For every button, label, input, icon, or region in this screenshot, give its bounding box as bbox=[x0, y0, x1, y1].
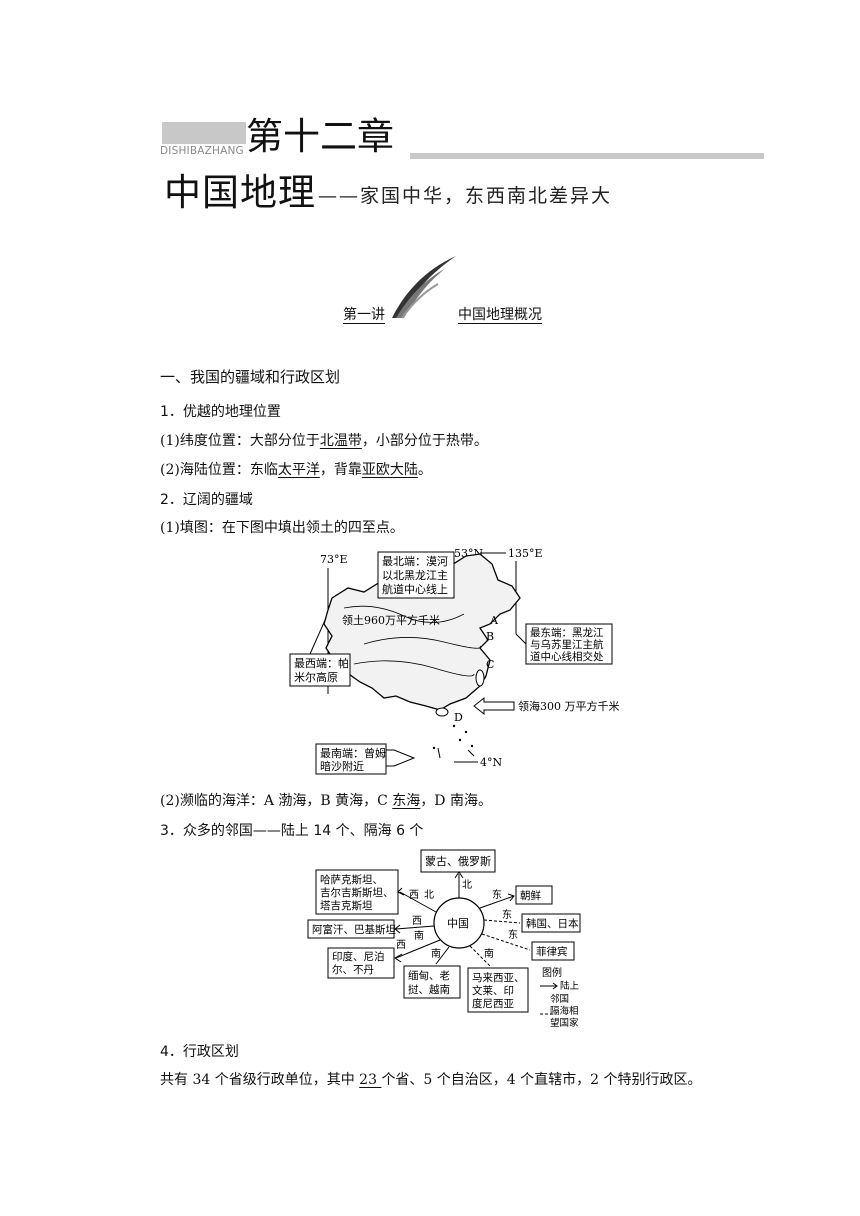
answer-eurasia: 亚欧大陆 bbox=[361, 462, 418, 478]
seas-line: (2)濒临的海洋：A 渤海，B 黄海，C 东海，D 南海。 bbox=[160, 793, 492, 809]
subsection-heading-3: 3．众多的邻国——陆上 14 个、隔海 6 个 bbox=[160, 823, 424, 839]
svg-text:度尼西亚: 度尼西亚 bbox=[472, 997, 514, 1010]
sea-land-line: (2)海陆位置：东临太平洋，背靠亚欧大陆。 bbox=[160, 462, 432, 478]
legend-title: 图例 bbox=[542, 966, 562, 979]
svg-text:西: 西 bbox=[409, 890, 419, 901]
svg-text:挝、越南: 挝、越南 bbox=[408, 983, 450, 996]
svg-text:邻国: 邻国 bbox=[550, 993, 569, 1005]
header-rule bbox=[410, 153, 764, 159]
svg-text:北: 北 bbox=[462, 879, 472, 891]
svg-text:东: 东 bbox=[502, 908, 512, 921]
lat-south-label: 4°N bbox=[480, 756, 502, 769]
svg-text:塔吉克斯坦: 塔吉克斯坦 bbox=[320, 899, 373, 912]
chapter-number: 第十二章 bbox=[246, 115, 394, 158]
svg-text:以北黑龙江主: 以北黑龙江主 bbox=[382, 569, 448, 582]
svg-text:西: 西 bbox=[412, 916, 422, 927]
svg-text:西: 西 bbox=[396, 940, 406, 951]
svg-text:南: 南 bbox=[484, 947, 494, 960]
subsection-heading-2: 2．辽阔的疆域 bbox=[160, 492, 253, 508]
swoosh-decoration bbox=[392, 256, 456, 319]
neighbors-diagram: 中国 蒙古、俄罗斯 北 哈萨克斯坦、 吉尔吉斯斯坦、 塔吉克斯坦 西 北 阿富汗… bbox=[307, 849, 581, 1029]
chapter-title: 中国地理 bbox=[164, 171, 316, 214]
neighbor-philippines: 菲律宾 bbox=[536, 945, 568, 958]
section-heading: 一、我国的疆域和行政区划 bbox=[160, 368, 341, 386]
lecture-number: 第一讲 bbox=[343, 307, 385, 323]
answer-pacific: 太平洋 bbox=[277, 462, 320, 478]
sea-letter-A: A bbox=[489, 614, 499, 627]
sea-letter-C: C bbox=[486, 658, 494, 671]
svg-text:文莱、印: 文莱、印 bbox=[472, 984, 514, 997]
neighbor-southwest: 印度、尼泊 bbox=[332, 950, 385, 963]
svg-text:尔、不丹: 尔、不丹 bbox=[332, 963, 374, 976]
chapter-pinyin: DISHIBAZHANG bbox=[160, 145, 244, 157]
svg-text:南: 南 bbox=[414, 929, 424, 942]
answer-east-sea: 东海 bbox=[392, 793, 421, 809]
east-point-label: 最东端：黑龙江 bbox=[530, 626, 604, 639]
lon-west-label: 73°E bbox=[320, 553, 348, 566]
sea-area-label: 领海300 万平方千米 bbox=[518, 699, 620, 713]
lecture-title: 中国地理概况 bbox=[458, 307, 542, 323]
svg-text:吉尔吉斯斯坦、: 吉尔吉斯斯坦、 bbox=[320, 886, 394, 899]
neighbor-north-korea: 朝鲜 bbox=[520, 889, 541, 902]
south-point-label: 最南端：曾姆 bbox=[320, 746, 386, 760]
china-territory-map: 73°E 53°N 135°E A B C D 领土960万平方千米 最北端：漠… bbox=[289, 547, 620, 775]
svg-text:米尔高原: 米尔高原 bbox=[294, 670, 338, 684]
svg-text:北: 北 bbox=[424, 889, 434, 901]
svg-text:暗沙附近: 暗沙附近 bbox=[320, 759, 364, 773]
center-china: 中国 bbox=[447, 917, 469, 930]
sea-letter-B: B bbox=[486, 630, 494, 643]
north-point-label: 最北端：漠河 bbox=[382, 555, 448, 568]
svg-text:望国家: 望国家 bbox=[550, 1017, 579, 1029]
svg-text:航道中心线上: 航道中心线上 bbox=[382, 582, 448, 596]
chapter-subtitle: ——家国中华，东西南北差异大 bbox=[318, 185, 613, 207]
latitude-line: (1)纬度位置：大部分位于北温带，小部分位于热带。 bbox=[160, 433, 488, 449]
header-gray-block bbox=[162, 122, 246, 144]
neighbor-korea-japan: 韩国、日本 bbox=[526, 917, 579, 930]
svg-text:与乌苏里江主航: 与乌苏里江主航 bbox=[530, 638, 604, 651]
subsection-heading-4: 4．行政区划 bbox=[160, 1044, 239, 1060]
west-point-label: 最西端：帕 bbox=[294, 656, 349, 670]
neighbor-west: 阿富汗、巴基斯坦 bbox=[312, 923, 396, 936]
sea-letter-D: D bbox=[454, 711, 463, 724]
neighbor-south: 缅甸、老 bbox=[408, 969, 450, 982]
legend-sea: 隔海相 bbox=[550, 1005, 579, 1017]
neighbor-north: 蒙古、俄罗斯 bbox=[425, 855, 491, 868]
answer-north-temperate: 北温带 bbox=[319, 433, 362, 449]
svg-text:南: 南 bbox=[431, 947, 441, 960]
svg-text:东: 东 bbox=[492, 888, 502, 901]
svg-text:道中心线相交处: 道中心线相交处 bbox=[530, 650, 604, 663]
legend-land: 陆上 bbox=[560, 980, 580, 992]
svg-text:东: 东 bbox=[508, 928, 518, 941]
land-area-label: 领土960万平方千米 bbox=[342, 613, 440, 627]
admin-division-line: 共有 34 个省级行政单位，其中 23 个省、5 个自治区，4 个直辖市，2 个… bbox=[160, 1072, 702, 1088]
fill-instruction: (1)填图：在下图中填出领土的四至点。 bbox=[160, 520, 404, 536]
neighbor-southeast: 马来西亚、 bbox=[472, 972, 525, 984]
answer-provinces: 23 bbox=[359, 1072, 382, 1088]
subsection-heading-1: 1．优越的地理位置 bbox=[160, 404, 281, 420]
neighbor-northwest: 哈萨克斯坦、 bbox=[320, 873, 383, 886]
lon-east-label: 135°E bbox=[508, 547, 543, 560]
